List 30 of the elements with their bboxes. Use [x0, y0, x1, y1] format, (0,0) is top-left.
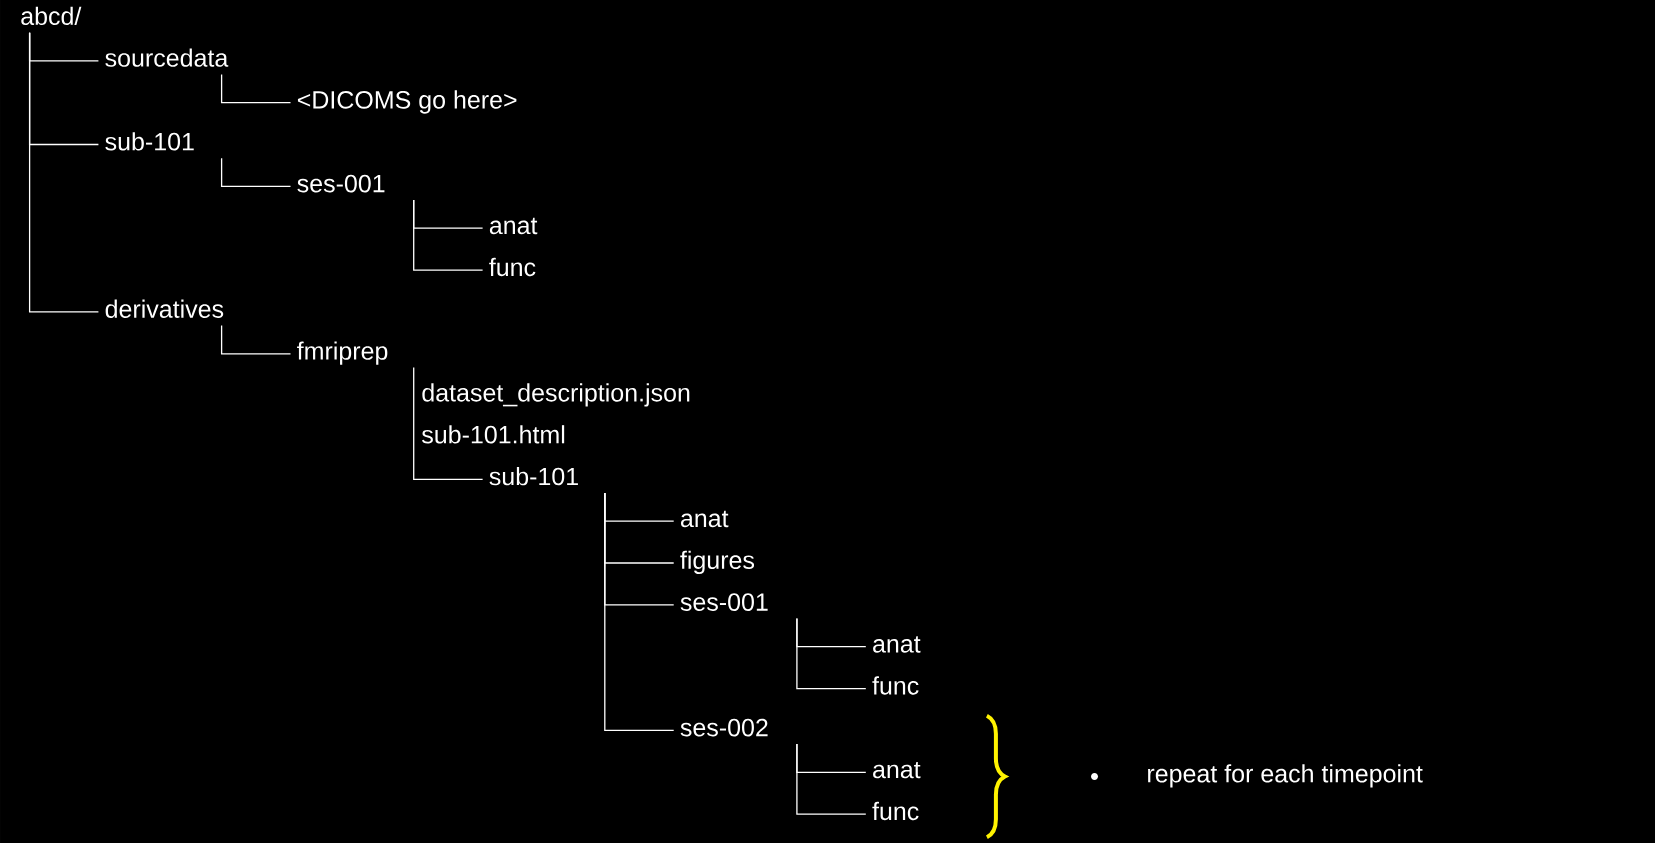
- folder-name: figures: [680, 550, 754, 574]
- tree-connector: [796, 743, 867, 815]
- folder-name: fmriprep: [297, 341, 388, 365]
- note-text: repeat for each timepoint: [1148, 764, 1423, 788]
- folder-name: ses-001: [680, 593, 768, 611]
- tree-connector: [28, 32, 100, 313]
- folder-name: func: [489, 257, 536, 277]
- folder-name: derivatives: [105, 299, 224, 318]
- folder-name: anat: [873, 761, 921, 779]
- folder-name: <DICOMS go here>: [297, 90, 517, 114]
- folder-name: func: [872, 676, 919, 695]
- tree-connector: [413, 366, 484, 480]
- tree-connector: [604, 492, 675, 732]
- folder-name: func: [872, 801, 919, 821]
- folder-name: sub-101.html: [422, 425, 565, 444]
- tree-connector: [413, 199, 484, 271]
- folder-name: anat: [489, 217, 538, 235]
- tree-connector: [796, 617, 867, 690]
- tree-connector: [220, 157, 292, 188]
- tree-connector: [220, 324, 292, 355]
- folder-name: ses-001: [297, 174, 385, 193]
- folder-name: abcd/: [21, 6, 82, 26]
- tree-connector: [220, 73, 292, 104]
- folder-name: sub-101: [105, 132, 194, 151]
- folder-name: dataset_description.json: [422, 383, 690, 407]
- folder-name: sourcedata: [105, 48, 229, 67]
- folder-name: anat: [681, 510, 729, 528]
- folder-name: sub-101: [489, 466, 578, 486]
- folder-name: anat: [873, 636, 921, 653]
- folder-name: ses-002: [680, 718, 768, 737]
